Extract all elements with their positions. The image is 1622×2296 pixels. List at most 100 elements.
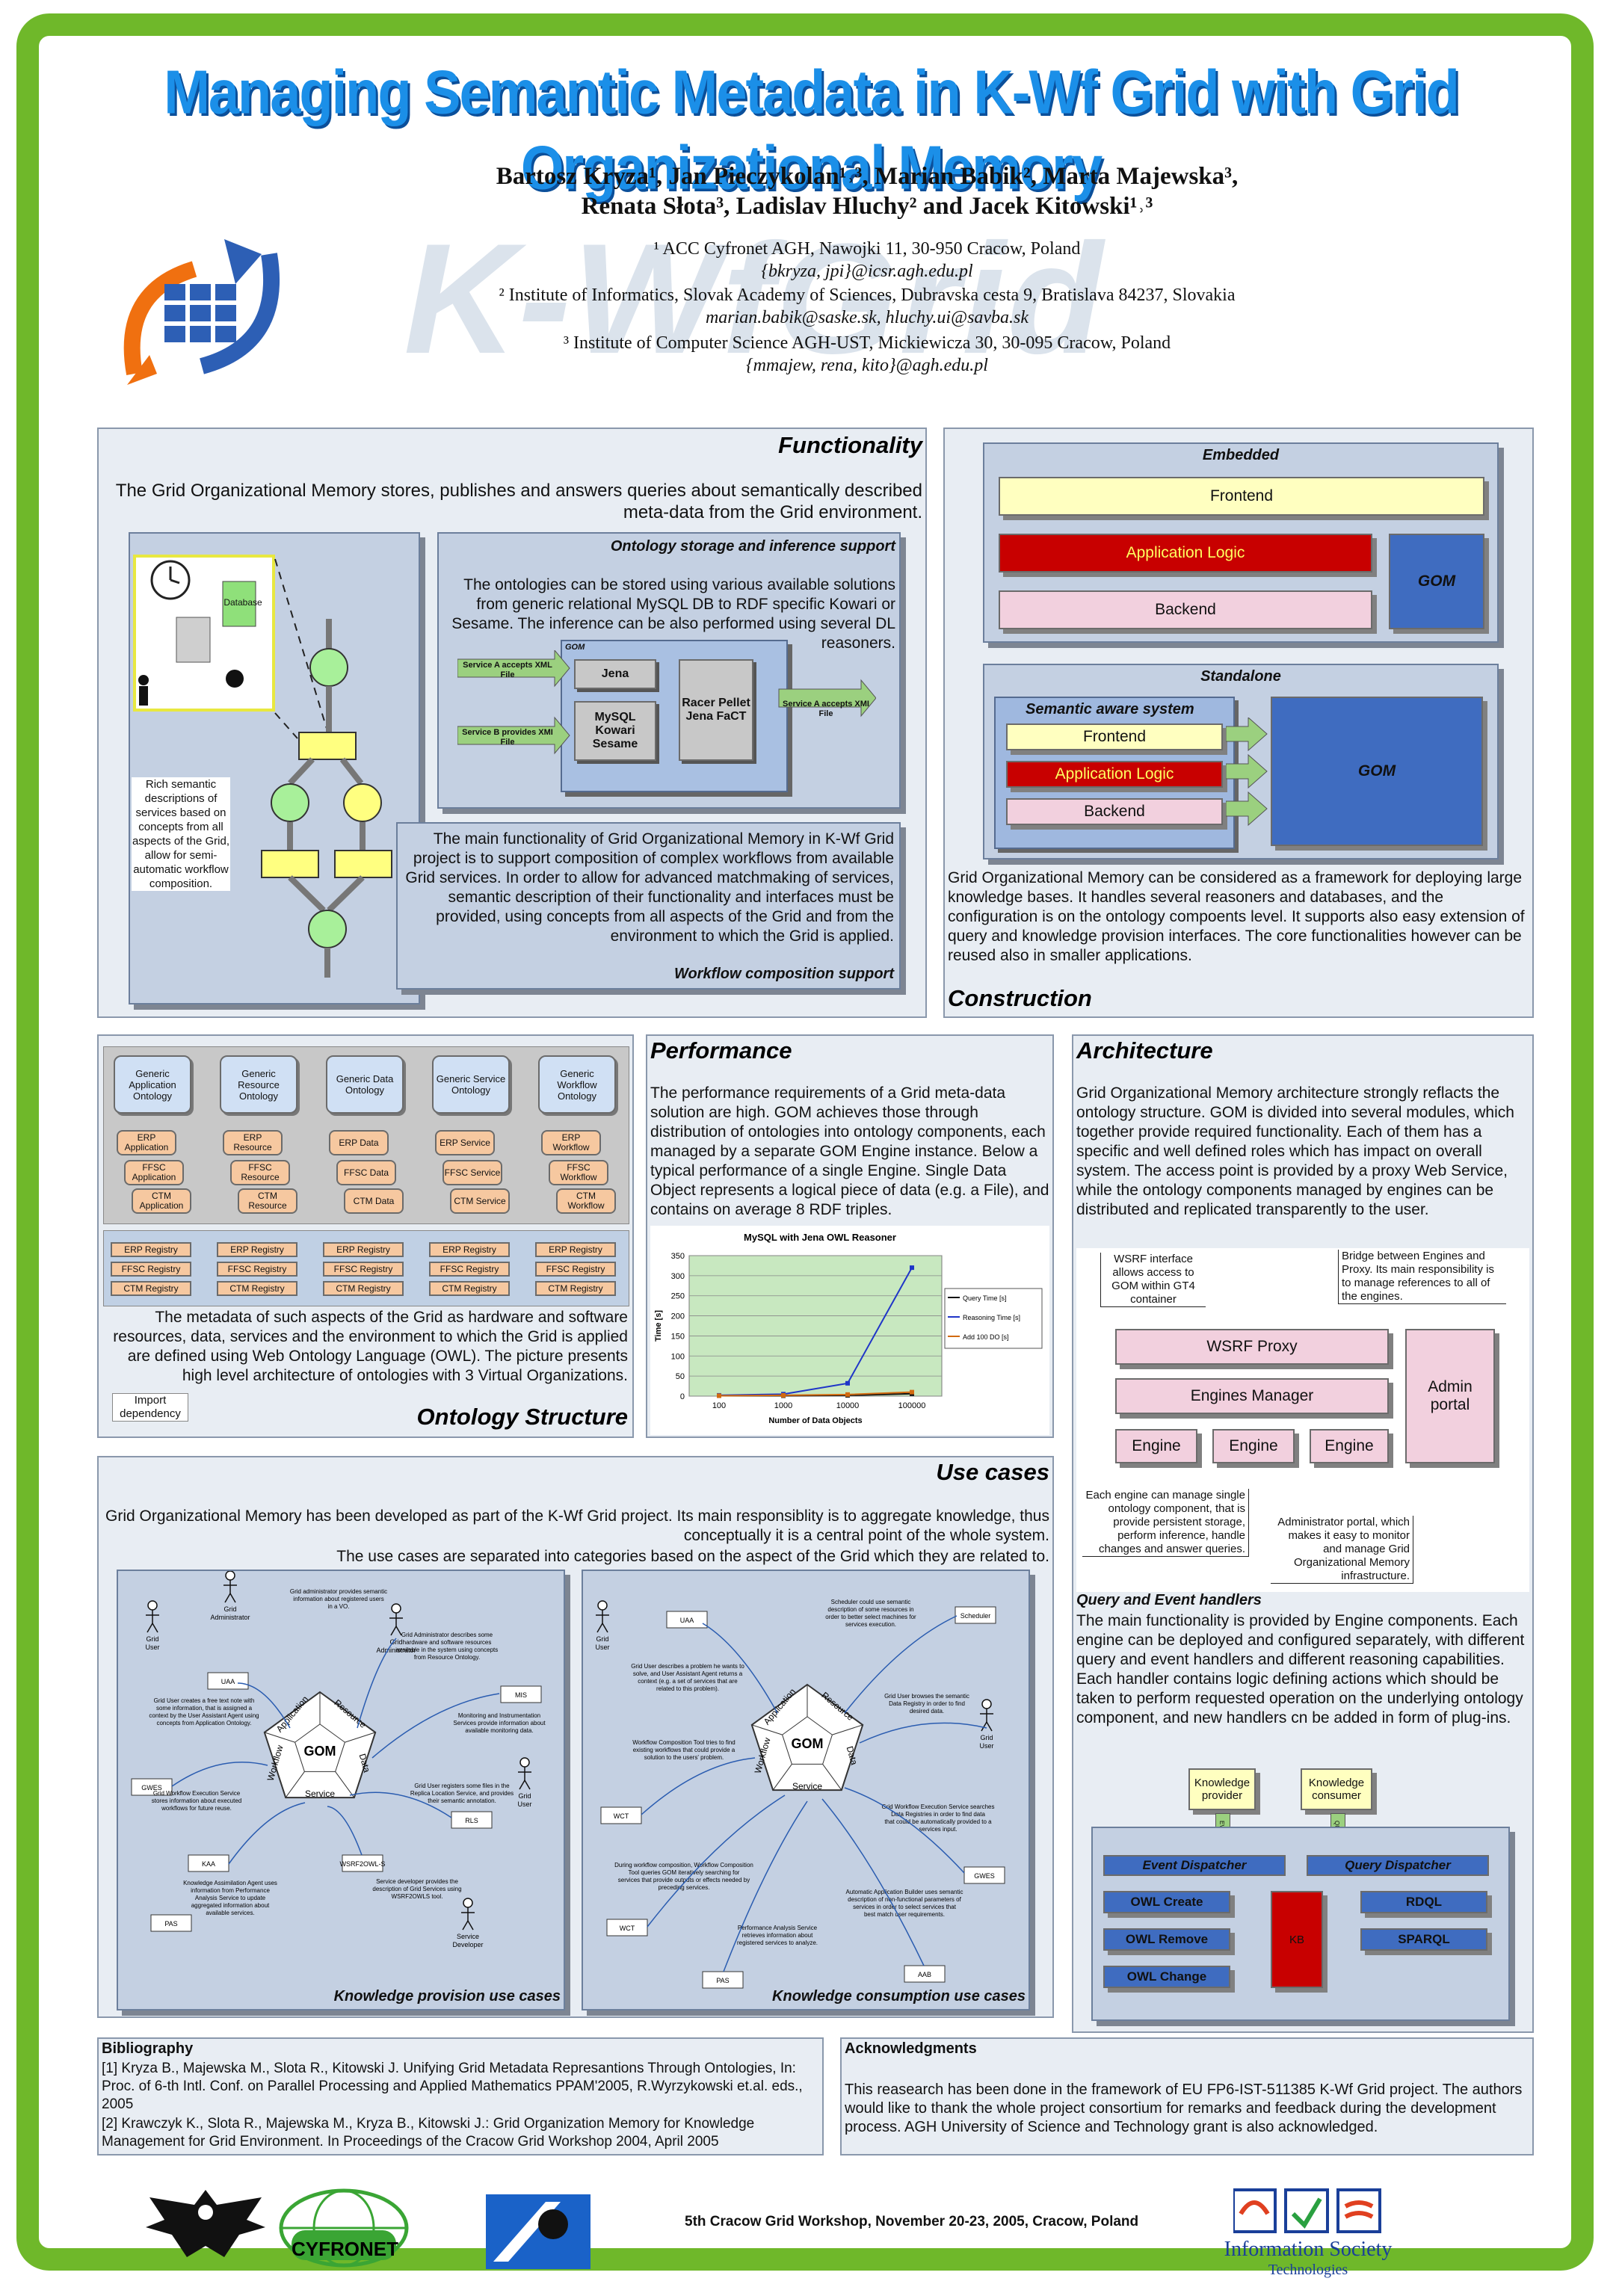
c-link-3 xyxy=(859,1722,987,1744)
ctm-ontology-4: CTM Workflow xyxy=(556,1188,616,1214)
c-note-8-line-2: registered services to analyze. xyxy=(737,1939,818,1946)
p-grid-admin-2-leg-r xyxy=(395,1626,402,1636)
xtick-2: 10000 xyxy=(836,1401,860,1410)
ontology-text: The metadata of such aspects of the Grid… xyxy=(113,1309,628,1384)
p-uaa-label: UAA xyxy=(221,1678,235,1685)
ctm-ontology-1: CTM Resource xyxy=(238,1188,297,1214)
erp-ontology-3: ERP Service xyxy=(435,1130,495,1155)
p-link-2 xyxy=(357,1638,397,1729)
registry-0-2: CTM Registry xyxy=(111,1281,191,1296)
c-note-6-line-2: services that provide outputs or effects… xyxy=(618,1877,750,1883)
performance-text: The performance requirements of a Grid m… xyxy=(650,1084,1049,1218)
p-note-1-line-1: information about registered users xyxy=(293,1596,383,1602)
c-link-5 xyxy=(844,1787,965,1874)
ffsc-ontology-1: FFSC Resource xyxy=(230,1160,290,1185)
p-grid-user-head xyxy=(147,1600,158,1611)
engine-box-2: Engine xyxy=(1212,1429,1295,1463)
p-link-5 xyxy=(349,1792,452,1818)
x-axis-label: Number of Data Objects xyxy=(768,1416,862,1425)
standalone-arrows xyxy=(1226,718,1268,827)
owl-change: OWL Change xyxy=(1103,1966,1230,1988)
legend-entry-2: Add 100 DO [s] xyxy=(963,1333,1009,1341)
database-label: Database xyxy=(223,597,262,608)
c-wct-2-label: WCT xyxy=(620,1925,635,1932)
embedded-backend: Backend xyxy=(999,590,1372,629)
c-note-2-line-3: related to this problem). xyxy=(656,1685,719,1692)
embedded-gom: GOM xyxy=(1389,534,1484,629)
c-note-1-line-2: order to better select machines for xyxy=(825,1614,916,1620)
p-grid-admin-1-leg-l xyxy=(224,1593,231,1603)
standalone-frontend: Frontend xyxy=(1006,723,1223,750)
c-link-1 xyxy=(702,1623,778,1714)
engine-box-3: Engine xyxy=(1310,1429,1389,1463)
ffsc-ontology-2: FFSC Data xyxy=(336,1160,396,1185)
sparql-box: SPARQL xyxy=(1360,1928,1487,1951)
c-note-2-line-0: Grid User describes a problem he wants t… xyxy=(631,1663,744,1670)
p-pas-label: PAS xyxy=(164,1920,177,1928)
c-note-4-line-2: solution to the users' problem. xyxy=(644,1754,724,1761)
ytick-150: 150 xyxy=(671,1332,685,1341)
registry-1-0: ERP Registry xyxy=(217,1242,297,1257)
gom-divider-3 xyxy=(772,1764,792,1791)
registry-0-0: ERP Registry xyxy=(111,1242,191,1257)
c-scheduler-label: Scheduler xyxy=(960,1612,991,1620)
ytick-350: 350 xyxy=(671,1252,685,1261)
p-note-8-line-1: description of Grid Services using xyxy=(372,1886,461,1892)
p-note-6-line-2: their semantic annotation. xyxy=(428,1797,496,1804)
c-grid-user-2-head xyxy=(981,1699,992,1709)
c-note-1-line-0: Scheduler could use semantic xyxy=(831,1599,911,1605)
erp-ontology-2: ERP Data xyxy=(329,1130,389,1155)
c-note-4-line-0: Workflow Composition Tool tries to find xyxy=(632,1739,736,1746)
c-note-2-line-1: solve, and User Assistant Agent returns … xyxy=(633,1670,743,1677)
watermark: K-WfGrid xyxy=(404,211,1105,386)
segment-3: Service xyxy=(305,1789,335,1799)
c-note-5-line-0: Grid Workflow Execution Service searches xyxy=(881,1803,994,1810)
p-wsrf2owl-label: WSRF2OWL-S xyxy=(339,1860,385,1868)
registry-0-1: FFSC Registry xyxy=(111,1262,191,1277)
p-note-8-line-0: Service developer provides the xyxy=(376,1878,458,1885)
gom-divider-3 xyxy=(285,1771,305,1798)
p-uaa-box xyxy=(207,1672,249,1690)
ytick-250: 250 xyxy=(671,1292,685,1301)
functionality-title: Functionality xyxy=(778,432,922,458)
engine-note: Each engine can manage single ontology c… xyxy=(1082,1489,1249,1557)
agh-logo xyxy=(486,2194,590,2269)
registry-2-1: FFSC Registry xyxy=(323,1262,404,1277)
p-rls-label: RLS xyxy=(465,1817,478,1824)
legend-box xyxy=(944,1288,1043,1349)
p-rls-box xyxy=(451,1811,493,1829)
c-grid-user-2-label-0: Grid xyxy=(980,1734,993,1741)
poster-frame xyxy=(16,13,1594,2271)
c-wct-label: WCT xyxy=(614,1812,629,1820)
ytick-200: 200 xyxy=(671,1312,685,1321)
standalone-label: Standalone xyxy=(1200,668,1281,685)
ffsc-ontology-3: FFSC Service xyxy=(442,1160,502,1185)
p-grid-user-leg-l xyxy=(147,1623,153,1633)
use-cases-title: Use cases xyxy=(936,1459,1049,1485)
p-grid-user-2-label-0: Grid xyxy=(518,1792,531,1800)
p-grid-user-label-1: User xyxy=(145,1644,159,1651)
point-2-0 xyxy=(717,1393,721,1398)
p-note-1-line-2: in a VO. xyxy=(328,1603,350,1610)
use-cases-text1: Grid Organizational Memory has been deve… xyxy=(105,1507,1049,1544)
c-note-7-line-1: description of non-functional parameters… xyxy=(848,1896,961,1903)
p-note-5-line-2: workflows for future reuse. xyxy=(161,1805,232,1812)
qeh-text: The main functionality is provided by En… xyxy=(1076,1612,1525,1726)
email-3: {mmajew, rena, kito}@agh.edu.pl xyxy=(746,356,988,375)
c-note-3-line-0: Grid User browses the semantic xyxy=(884,1693,969,1700)
authors-line2: Renata Słota³, Ladislav Hluchy² and Jace… xyxy=(581,193,1153,220)
workflow-composition-title: Workflow composition support xyxy=(673,966,894,982)
eagle-logo xyxy=(146,2190,265,2257)
segment-2: Data xyxy=(357,1753,373,1774)
c-grid-user-1-label-0: Grid xyxy=(596,1635,608,1643)
p-note-3-line-0: Grid User creates a free text note with xyxy=(154,1697,255,1704)
p-link-1 xyxy=(237,1682,291,1729)
c-uaa-label: UAA xyxy=(680,1617,694,1624)
kwf-logo xyxy=(123,239,280,385)
affiliation-2: ² Institute of Informatics, Slovak Acade… xyxy=(499,286,1236,305)
standalone-backend: Backend xyxy=(1006,798,1223,825)
p-note-7-line-2: Analysis Service to update xyxy=(195,1895,266,1901)
ontology-storage-text: The ontologies can be stored using vario… xyxy=(451,576,895,652)
legend-entry-1: Reasoning Time [s] xyxy=(963,1314,1020,1321)
